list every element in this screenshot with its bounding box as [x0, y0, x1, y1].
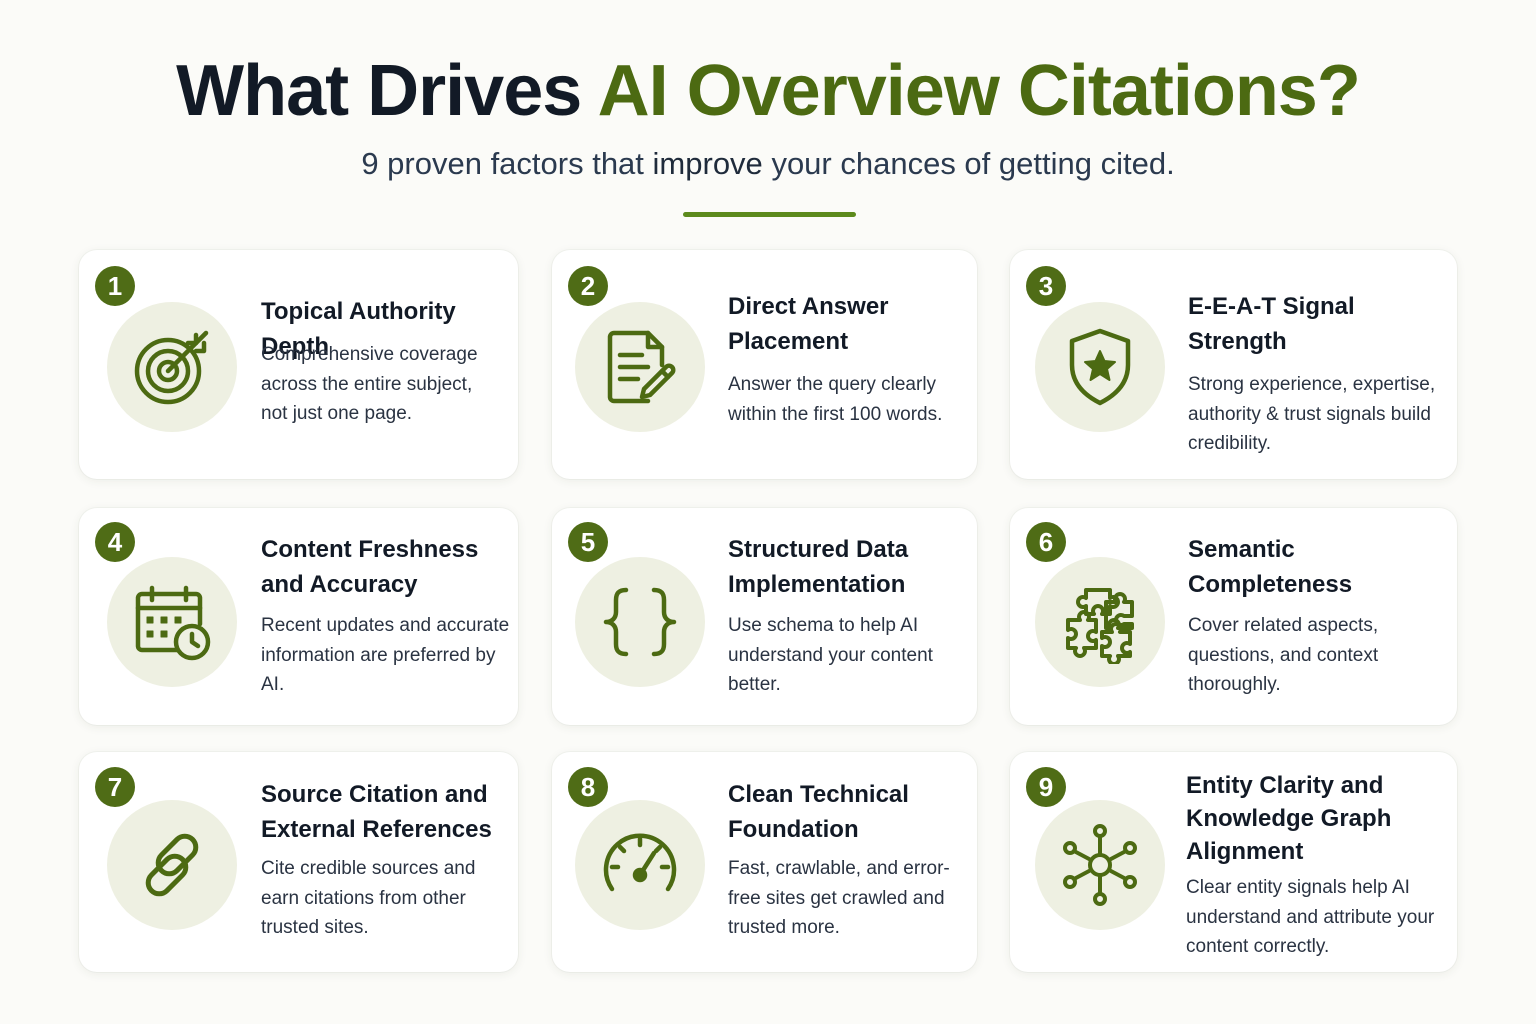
calendar-clock-icon: [135, 585, 211, 661]
card-description: Use schema to help AI understand your co…: [728, 615, 933, 695]
title-part-accent: AI Overview Citations?: [597, 51, 1361, 131]
factor-card-8: 8 Clean Technical Foundation Fast, crawl…: [552, 752, 977, 972]
card-icon-circle: [575, 557, 705, 687]
card-title: Source Citation and External References: [261, 781, 492, 843]
page-subtitle: 9 proven factors that improve your chanc…: [0, 146, 1536, 182]
factor-card-7: 7 Source Citation and External Reference…: [79, 752, 518, 972]
factor-card-6: 6 Semantic Completeness Cover related as…: [1010, 508, 1457, 725]
document-edit-icon: [607, 330, 676, 404]
card-description: Recent updates and accurate information …: [261, 615, 510, 695]
card-number-badge: 7: [95, 767, 135, 807]
speedometer-icon: [603, 833, 677, 892]
page-title: What Drives AI Overview Citations?: [0, 50, 1536, 132]
title-divider: [683, 212, 856, 217]
puzzle-icon: [1066, 588, 1134, 664]
card-title: Structured Data Implementation: [728, 536, 909, 598]
card-icon-circle: [107, 557, 237, 687]
factor-card-1: 1 Topical Authority Depth Comprehensive …: [79, 250, 518, 479]
card-title: Entity Clarity and Knowledge Graph Align…: [1186, 772, 1392, 865]
subtitle-part-1: 9 proven factors that: [361, 146, 644, 181]
card-icon-circle: [1035, 302, 1165, 432]
card-number-badge: 3: [1026, 266, 1066, 306]
factor-card-4: 4 Content Freshness and Accuracy Recent …: [79, 508, 518, 725]
curly-braces-icon: [603, 587, 677, 657]
card-title: Clean Technical Foundation: [728, 781, 909, 843]
card-number-badge: 5: [568, 522, 608, 562]
card-title: Direct Answer Placement: [728, 293, 889, 355]
card-description: Clear entity signals help AI understand …: [1186, 877, 1435, 957]
card-number-badge: 6: [1026, 522, 1066, 562]
card-description: Fast, crawlable, and error-free sites ge…: [728, 858, 950, 938]
subtitle-strong: improve: [652, 146, 763, 181]
card-title: Content Freshness and Accuracy: [261, 536, 479, 598]
card-number-badge: 2: [568, 266, 608, 306]
card-description: Cite credible sources and earn citations…: [261, 858, 476, 938]
card-title: Topical Authority Depth: [261, 298, 456, 360]
card-description: Cover related aspects, questions, and co…: [1188, 615, 1379, 695]
card-icon-circle: [1035, 800, 1165, 930]
card-icon-circle: [575, 800, 705, 930]
card-icon-circle: [107, 800, 237, 930]
factor-card-2: 2 Direct Answer Placement Answer the que…: [552, 250, 977, 479]
card-number-badge: 1: [95, 266, 135, 306]
title-part-dark: What Drives: [176, 51, 582, 131]
card-icon-circle: [575, 302, 705, 432]
card-number-badge: 9: [1026, 767, 1066, 807]
card-number-badge: 8: [568, 767, 608, 807]
link-icon: [145, 833, 199, 897]
card-description: Strong experience, expertise, authority …: [1188, 374, 1436, 454]
shield-star-icon: [1069, 328, 1131, 406]
target-icon: [134, 330, 209, 405]
card-description: Answer the query clearly within the firs…: [728, 374, 943, 425]
factor-card-5: 5 Structured Data Implementation Use sch…: [552, 508, 977, 725]
card-description: Comprehensive coverage across the entire…: [261, 344, 478, 424]
card-icon-circle: [107, 302, 237, 432]
card-number-badge: 4: [95, 522, 135, 562]
network-graph-icon: [1063, 824, 1137, 906]
card-title: E-E-A-T Signal Strength: [1188, 293, 1355, 355]
subtitle-part-2: your chances of getting cited.: [771, 146, 1175, 181]
factor-card-9: 9 Entity Clarity and Knowledge Graph Ali…: [1010, 752, 1457, 972]
card-title: Semantic Completeness: [1188, 536, 1353, 598]
factor-card-3: 3 E-E-A-T Signal Strength Strong experie…: [1010, 250, 1457, 479]
card-icon-circle: [1035, 557, 1165, 687]
